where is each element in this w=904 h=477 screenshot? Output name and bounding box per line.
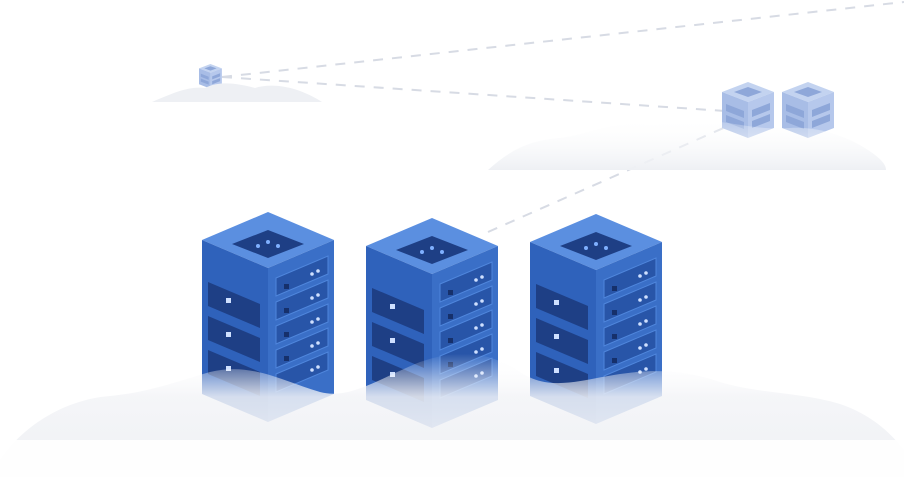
cloud-small xyxy=(152,83,322,102)
cloud-right xyxy=(488,120,886,170)
